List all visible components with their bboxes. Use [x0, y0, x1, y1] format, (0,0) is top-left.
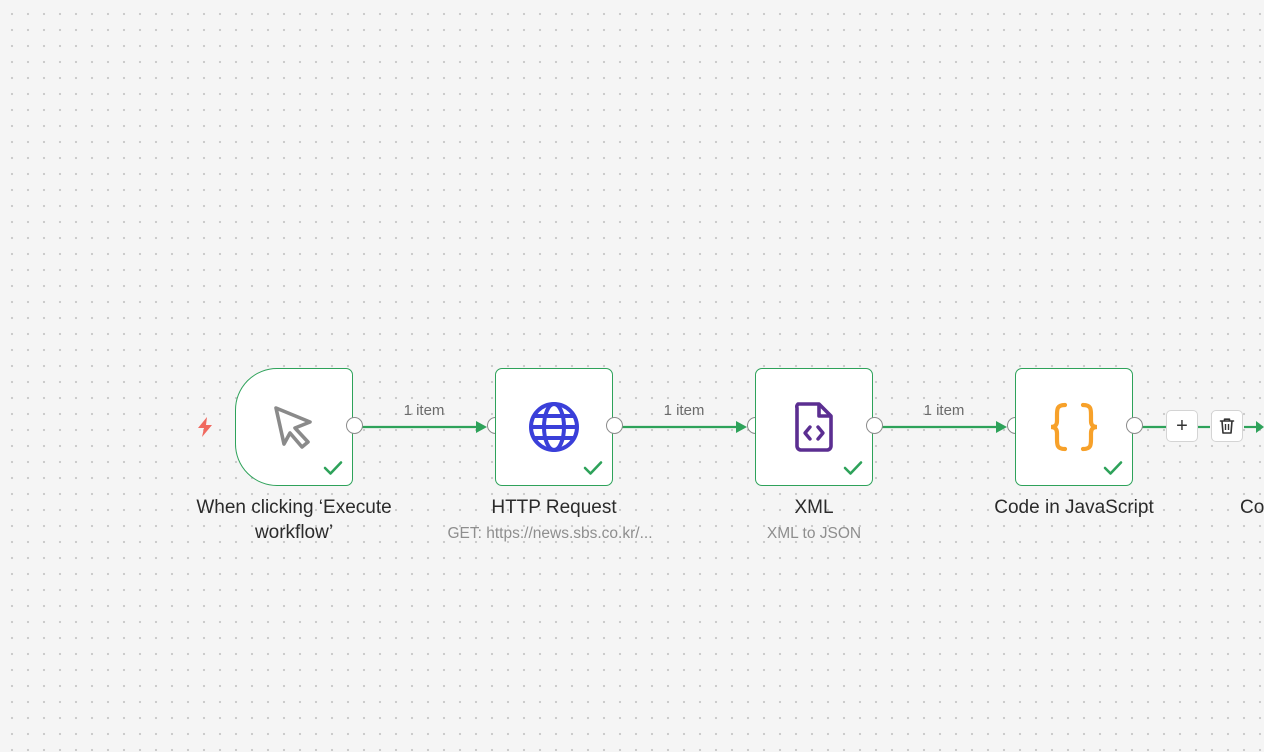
node-title: When clicking ‘Execute workflow’ — [196, 497, 392, 543]
output-handle[interactable] — [346, 417, 363, 434]
connection-code-next[interactable] — [1142, 421, 1264, 433]
node-subtitle: XML to JSON — [766, 525, 862, 542]
delete-connection-button[interactable] — [1211, 410, 1243, 442]
globe-icon — [526, 399, 582, 455]
curly-braces-icon — [1046, 399, 1102, 455]
edge-label-item-count: 1 item — [923, 402, 965, 419]
output-handle[interactable] — [866, 417, 883, 434]
node-title-offscreen: Co — [1240, 497, 1264, 518]
add-node-button[interactable]: + — [1166, 410, 1198, 442]
connection-trigger-http[interactable] — [362, 421, 487, 433]
edge-label-item-count: 1 item — [403, 402, 445, 419]
node-title: XML — [794, 497, 834, 518]
success-check-icon — [323, 461, 343, 475]
success-check-icon — [1103, 461, 1123, 475]
plus-icon: + — [1176, 415, 1188, 437]
connection-http-xml[interactable] — [622, 421, 747, 433]
connection-xml-code[interactable] — [882, 421, 1007, 433]
node-title: Code in JavaScript — [994, 497, 1154, 518]
node-code[interactable] — [1015, 368, 1133, 486]
output-handle[interactable] — [606, 417, 623, 434]
node-manual-trigger[interactable] — [235, 368, 353, 486]
node-title: HTTP Request — [491, 497, 617, 518]
node-http-request[interactable] — [495, 368, 613, 486]
node-xml[interactable] — [755, 368, 873, 486]
success-check-icon — [583, 461, 603, 475]
cursor-icon — [266, 399, 322, 455]
output-handle[interactable] — [1126, 417, 1143, 434]
success-check-icon — [843, 461, 863, 475]
lightning-bolt-icon — [198, 417, 212, 437]
file-code-icon — [786, 399, 842, 455]
trash-icon — [1219, 418, 1235, 434]
edge-label-item-count: 1 item — [663, 402, 705, 419]
node-subtitle: GET: https://news.sbs.co.kr/... — [447, 525, 653, 542]
